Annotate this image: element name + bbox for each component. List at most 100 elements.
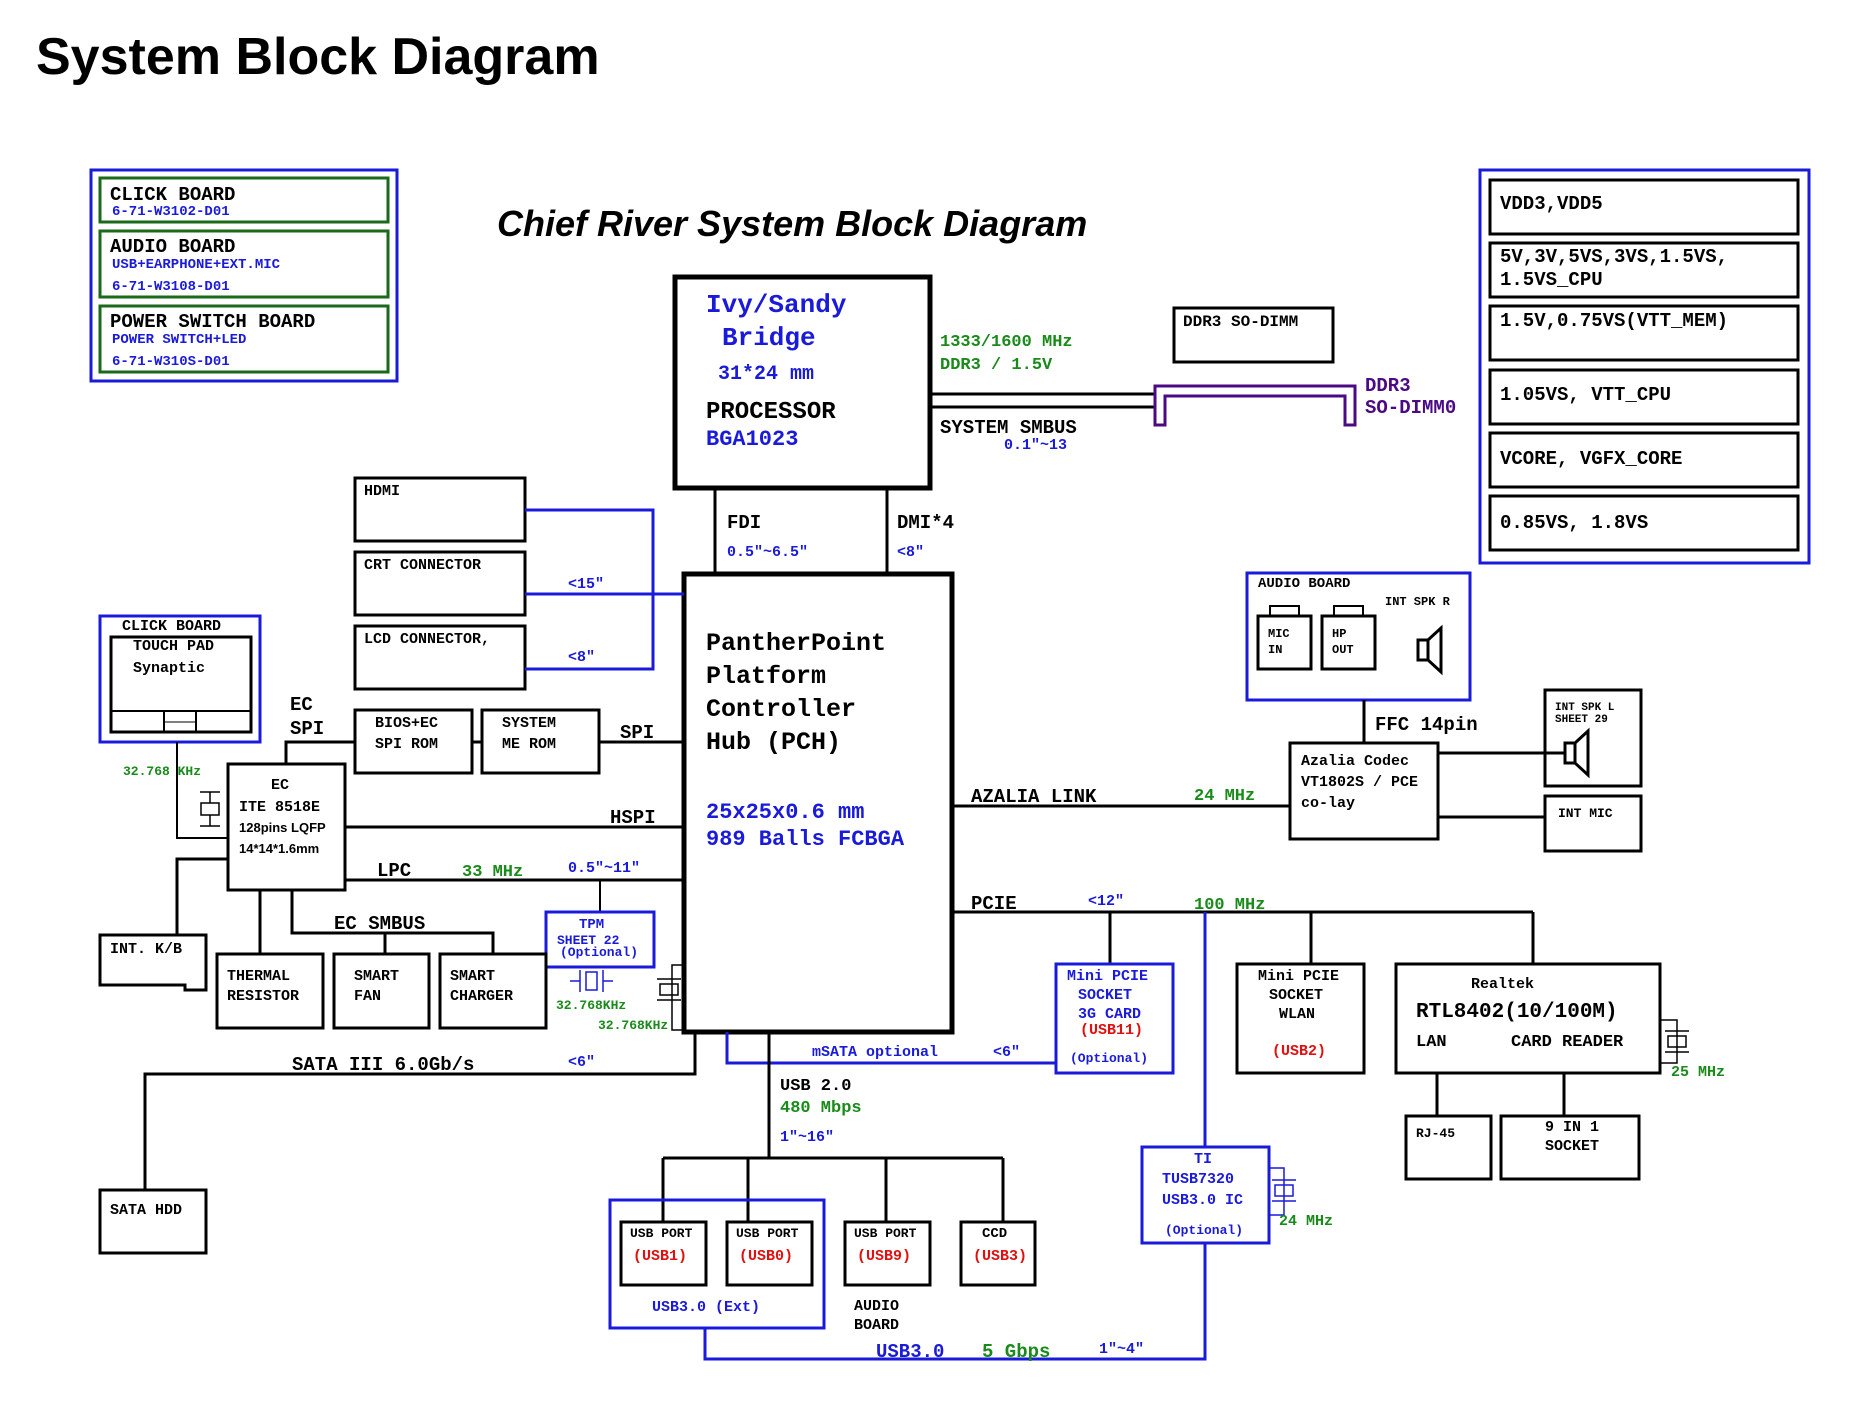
hspi-label: HSPI	[610, 807, 656, 829]
legend-audio-board-desc: USB+EARPHONE+EXT.MIC	[112, 257, 281, 273]
audio-board-box	[1245, 571, 1472, 702]
memory-speed: 1333/1600 MHz	[940, 333, 1073, 352]
legend-click-board-part: 6-71-W3102-D01	[112, 204, 230, 220]
audio-spk-r-label: INT SPK R	[1385, 595, 1451, 609]
ec-crystal-label: 32.768 KHz	[123, 764, 201, 779]
usb9-port-box	[843, 1220, 932, 1287]
ti-crystal-label: 24 MHz	[1279, 1213, 1333, 1230]
mini-3g-line1: Mini PCIE	[1067, 968, 1148, 985]
legend-power-switch-part: 6-71-W310S-D01	[112, 354, 230, 370]
usb2-label: USB 2.0	[780, 1077, 851, 1096]
mic-in-jack	[1256, 614, 1313, 671]
hp-out-line1: HP	[1332, 627, 1346, 641]
system-smbus-length: 0.1"~13	[1004, 437, 1067, 454]
touchpad-vendor: Synaptic	[133, 660, 205, 677]
pch-crystal-icon	[657, 964, 684, 1031]
usb9-board-line2: BOARD	[854, 1317, 899, 1334]
usb9-board-line1: AUDIO	[854, 1298, 899, 1315]
crt-label: CRT CONNECTOR	[364, 557, 481, 574]
tpm-box	[544, 910, 656, 969]
touchpad-click-board: CLICK BOARD TOUCH PAD Synaptic	[98, 614, 262, 744]
mini-wlan-line2: SOCKET	[1269, 987, 1323, 1004]
boards-legend: CLICK BOARD 6-71-W3102-D01 AUDIO BOARD U…	[89, 168, 399, 383]
thermal-line2: RESISTOR	[227, 988, 299, 1005]
fdi-label: FDI	[727, 512, 761, 534]
mini-3g-line5: (Optional)	[1070, 1051, 1148, 1066]
codec-line1: Azalia Codec	[1301, 753, 1409, 770]
pch-size: 25x25x0.6 mm	[706, 800, 864, 825]
usb3-bus-length: 1"~4"	[1099, 1341, 1144, 1358]
lcd-length: <8"	[568, 649, 595, 666]
ti-line2: TUSB7320	[1162, 1171, 1234, 1188]
pcie-label: PCIE	[971, 893, 1017, 915]
page-title: System Block Diagram	[36, 28, 600, 86]
tpm-crystal-icon	[570, 970, 613, 992]
card-socket-box	[1499, 1114, 1641, 1181]
system-smbus-label: SYSTEM SMBUS	[940, 417, 1077, 439]
realtek-line1: Realtek	[1471, 976, 1534, 993]
power-rail-1: VDD3,VDD5	[1500, 193, 1603, 215]
speaker-r-icon	[1416, 624, 1443, 676]
click-board-title: CLICK BOARD	[122, 618, 221, 635]
dmi-length: <8"	[897, 544, 924, 561]
usb0-port-label: USB PORT	[736, 1226, 799, 1241]
tpm-crystal-label: 32.768KHz	[556, 998, 626, 1013]
pch-line2: Platform	[706, 662, 826, 691]
usb3-ext-label: USB3.0 (Ext)	[652, 1299, 760, 1316]
mini-wlan-line3: WLAN	[1279, 1006, 1315, 1023]
mini-3g-line4: (USB11)	[1080, 1022, 1143, 1039]
pch-line3: Controller	[706, 695, 856, 724]
me-rom-line2: ME ROM	[502, 736, 556, 753]
speaker-l-icon	[1563, 727, 1590, 779]
ddr3-label: DDR3	[1365, 375, 1411, 397]
power-rail-3: 1.5V,0.75VS(VTT_MEM)	[1500, 310, 1728, 332]
processor-line2: Bridge	[722, 323, 816, 353]
power-rails: VDD3,VDD5 5V,3V,5VS,3VS,1.5VS, 1.5VS_CPU…	[1478, 168, 1811, 565]
touchpad-label: TOUCH PAD	[133, 638, 214, 655]
lcd-box	[353, 624, 527, 691]
pch-line4: Hub (PCH)	[706, 728, 841, 757]
ti-line3: USB3.0 IC	[1162, 1192, 1243, 1209]
crt-length: <15"	[568, 576, 604, 593]
int-spk-l-box	[1543, 688, 1643, 788]
memory-type: DDR3 / 1.5V	[940, 356, 1053, 375]
int-spk-l-line2: SHEET 29	[1555, 714, 1608, 726]
power-rail-5: VCORE, VGFX_CORE	[1500, 448, 1682, 470]
codec-line2: VT1802S / PCE	[1301, 774, 1418, 791]
mini-wlan-line4: (USB2)	[1272, 1043, 1326, 1060]
smart-fan-box	[332, 952, 431, 1030]
azalia-link-freq: 24 MHz	[1194, 787, 1255, 806]
keyboard-label: INT. K/B	[110, 941, 182, 958]
realtek-crystal-label: 25 MHz	[1671, 1064, 1725, 1081]
usb1-port-label: USB PORT	[630, 1226, 693, 1241]
dmi-label: DMI*4	[897, 512, 954, 534]
charger-line2: CHARGER	[450, 988, 513, 1005]
processor-block: Ivy/Sandy Bridge 31*24 mm PROCESSOR BGA1…	[672, 274, 933, 491]
power-rail-2a: 5V,3V,5VS,3VS,1.5VS,	[1500, 246, 1728, 268]
power-rail-4: 1.05VS, VTT_CPU	[1500, 384, 1671, 406]
spi-label: SPI	[620, 722, 654, 744]
ec-line3: 128pins LQFP	[239, 820, 326, 835]
lpc-freq: 33 MHz	[462, 863, 523, 882]
ec-crystal-icon	[200, 802, 220, 816]
usb0-port-box	[725, 1220, 814, 1287]
azalia-link-label: AZALIA LINK	[971, 786, 1097, 808]
ccd-label: CCD	[982, 1226, 1007, 1242]
sata-length: <6"	[568, 1054, 595, 1071]
ffc-label: FFC 14pin	[1375, 714, 1478, 736]
rj45-box	[1404, 1114, 1493, 1181]
smart-charger-box	[438, 952, 548, 1030]
sodimm0-label: SO-DIMM0	[1365, 397, 1456, 419]
ccd-id: (USB3)	[973, 1248, 1027, 1265]
usb3-bus-speed: 5 Gbps	[982, 1341, 1050, 1363]
thermal-resistor-box	[215, 952, 325, 1030]
mini-pcie-wlan-box	[1235, 962, 1366, 1075]
mini-wlan-line1: Mini PCIE	[1258, 968, 1339, 985]
processor-package: BGA1023	[706, 427, 798, 452]
tpm-line2: SHEET 22	[557, 933, 620, 948]
int-spk-l-line1: INT SPK L	[1555, 702, 1615, 714]
hp-out-line2: OUT	[1332, 643, 1354, 657]
fan-line1: SMART	[354, 968, 399, 985]
usb3-ext-group	[608, 1198, 826, 1330]
processor-line1: Ivy/Sandy	[706, 290, 847, 320]
